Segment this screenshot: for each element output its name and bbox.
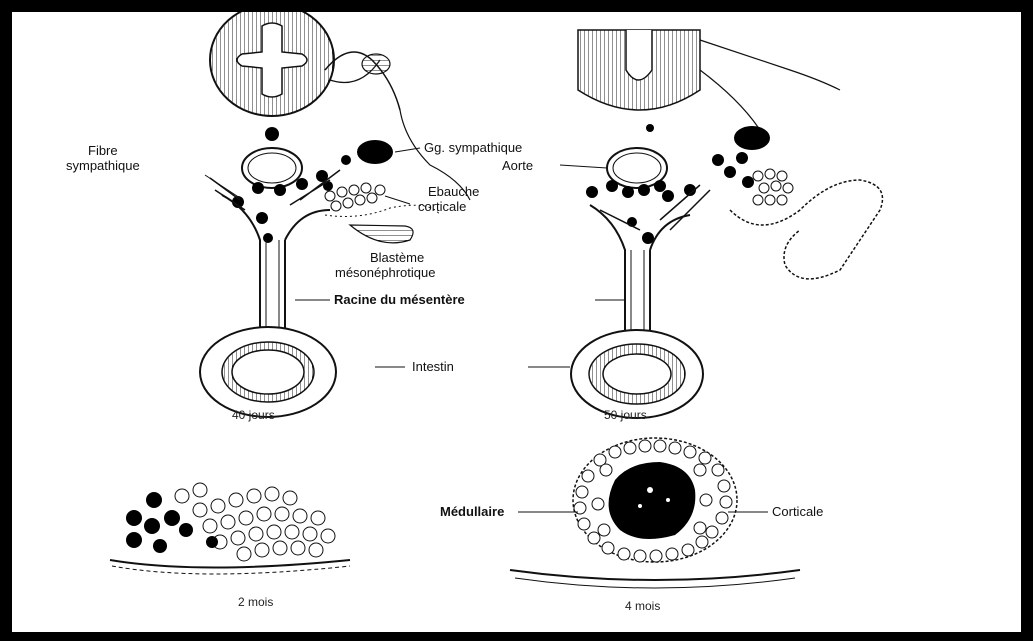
label-corticale-ebauche: corticale: [418, 199, 466, 214]
sympathetic-ganglion-right: [734, 126, 770, 150]
aorta-left: [242, 148, 302, 188]
sympathetic-ganglion-left: [357, 140, 393, 164]
gland-2-mois: [110, 476, 350, 574]
medullary-mass-4-mois: [609, 462, 696, 539]
figure-panel: Fibre sympathique Gg. sympathique Aorte …: [12, 12, 1021, 632]
cortical-anlage-left: [325, 183, 385, 211]
mesentery-left: [222, 195, 330, 335]
label-medullaire: Médullaire: [440, 504, 504, 519]
label-40-jours: 40 jours: [232, 408, 275, 422]
left-section-40-jours: [200, 12, 470, 417]
cortical-cluster-right: [753, 169, 793, 205]
label-fibre: Fibre: [88, 143, 118, 158]
mesonephric-blastema-left: [350, 225, 413, 243]
label-aorte: Aorte: [502, 158, 533, 173]
intestine-left: [200, 327, 336, 417]
label-2-mois: 2 mois: [238, 595, 273, 609]
spinal-ganglion-left: [362, 54, 390, 74]
label-ebauche: Ebauche: [428, 184, 479, 199]
gland-4-mois: [510, 438, 800, 588]
label-gg-sympathique: Gg. sympathique: [424, 140, 522, 155]
label-blasteme: Blastème: [370, 250, 424, 265]
neural-tube-left: [210, 12, 334, 116]
label-mesonephrotique: mésonéphrotique: [335, 265, 435, 280]
mesonephros-right: [730, 180, 883, 279]
label-50-jours: 50 jours: [604, 408, 647, 422]
label-corticale: Corticale: [772, 504, 823, 519]
label-racine-mesentere: Racine du mésentère: [334, 292, 465, 307]
intestine-right: [571, 330, 703, 418]
embryology-diagram: Fibre sympathique Gg. sympathique Aorte …: [12, 12, 1021, 632]
label-4-mois: 4 mois: [625, 599, 660, 613]
right-section-50-jours: [571, 30, 883, 418]
label-sympathique: sympathique: [66, 158, 140, 173]
label-intestin: Intestin: [412, 359, 454, 374]
